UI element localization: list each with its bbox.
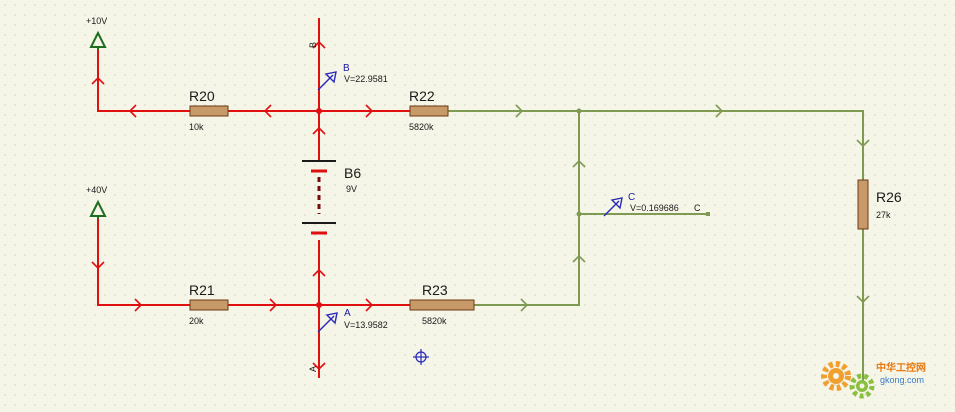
junction-riser-mid (576, 211, 582, 217)
probe-reading: V=13.9582 (344, 320, 388, 330)
resistor-body (409, 105, 449, 117)
resistor-value: 5820k (422, 316, 447, 326)
power-10v[interactable]: +10V (86, 16, 107, 50)
arrow-r23-feed (365, 298, 374, 312)
resistor-ref: R26 (876, 189, 902, 205)
resistor-ref: R22 (409, 88, 435, 104)
resistor-value: 5820k (409, 122, 434, 132)
origin-crosshair-icon (413, 349, 429, 365)
probe-arrow-icon (317, 312, 338, 333)
arrow-riser-up-1 (572, 159, 586, 168)
arrow-top-up (312, 40, 326, 49)
probe-arrow-icon (317, 71, 337, 91)
resistor-ref: R23 (422, 282, 448, 298)
voltage-probe-c[interactable]: C V=0.169686 C (603, 192, 701, 217)
resistor-r22[interactable]: R22 5820k (409, 88, 449, 132)
arrow-node-b-up (312, 126, 326, 135)
junction-riser-top (576, 108, 582, 114)
terminal-label-a: A (308, 366, 318, 372)
battery-b6[interactable]: B6 9V (302, 160, 361, 235)
arrow-r20-right (263, 104, 272, 118)
gear-icon (821, 361, 875, 399)
resistor-r23[interactable]: R23 5820k (409, 282, 475, 326)
resistor-body (189, 299, 229, 311)
resistor-value: 20k (189, 316, 204, 326)
junction-node-a (316, 302, 322, 308)
voltage-probe-a[interactable]: A V=13.9582 (317, 308, 388, 333)
resistor-ref: R21 (189, 282, 215, 298)
power-40v[interactable]: +40V (86, 185, 107, 219)
arrow-r26-down-2 (856, 295, 870, 304)
probe-arrow-icon (603, 197, 623, 217)
probe-letter: C (628, 192, 635, 203)
arrow-riser-up-2 (572, 254, 586, 263)
probe-letter: B (343, 63, 350, 74)
watermark-chinese: 中华工控网 (876, 361, 926, 374)
terminal-label-b: B (308, 42, 318, 48)
resistor-body (409, 299, 475, 311)
arrow-10v-up (91, 76, 105, 85)
battery-ref: B6 (344, 165, 361, 181)
resistor-value: 27k (876, 210, 891, 220)
power-label-40v: +40V (86, 185, 107, 195)
resistor-r26[interactable]: R26 27k (857, 179, 902, 230)
arrow-r21-out (269, 298, 278, 312)
arrow-r22-feed (365, 104, 374, 118)
arrow-node-a-up (312, 268, 326, 277)
arrow-r26-down-1 (856, 139, 870, 148)
voltage-probe-b[interactable]: B V=22.9581 (317, 63, 388, 91)
arrow-top-right-2 (715, 104, 724, 118)
resistor-r20[interactable]: R20 10k (189, 88, 229, 132)
probe-c-terminal-pin[interactable] (706, 212, 710, 216)
flow-arrows (91, 40, 870, 371)
watermark-domain: gkong.com (880, 375, 924, 385)
power-label-10v: +10V (86, 16, 107, 26)
arrow-40v-down (91, 261, 105, 270)
probe-terminal-label: C (694, 203, 701, 213)
arrow-r21-in (134, 298, 143, 312)
probe-letter: A (344, 308, 351, 319)
low-wires (448, 110, 864, 385)
resistor-value: 10k (189, 122, 204, 132)
arrow-bottom-down (312, 362, 326, 371)
resistor-body (857, 179, 869, 230)
watermark: 中华工控网 gkong.com (821, 361, 926, 399)
resistor-ref: R20 (189, 88, 215, 104)
resistor-r21[interactable]: R21 20k (189, 282, 229, 326)
resistor-body (189, 105, 229, 117)
junctions (316, 108, 582, 308)
arrow-top-right-1 (515, 104, 524, 118)
arrow-r20-left (128, 104, 137, 118)
arrow-bottom-right (520, 298, 529, 312)
battery-value: 9V (346, 184, 357, 194)
junction-node-b (316, 108, 322, 114)
probe-reading: V=0.169686 (630, 203, 679, 213)
probe-reading: V=22.9581 (344, 74, 388, 84)
